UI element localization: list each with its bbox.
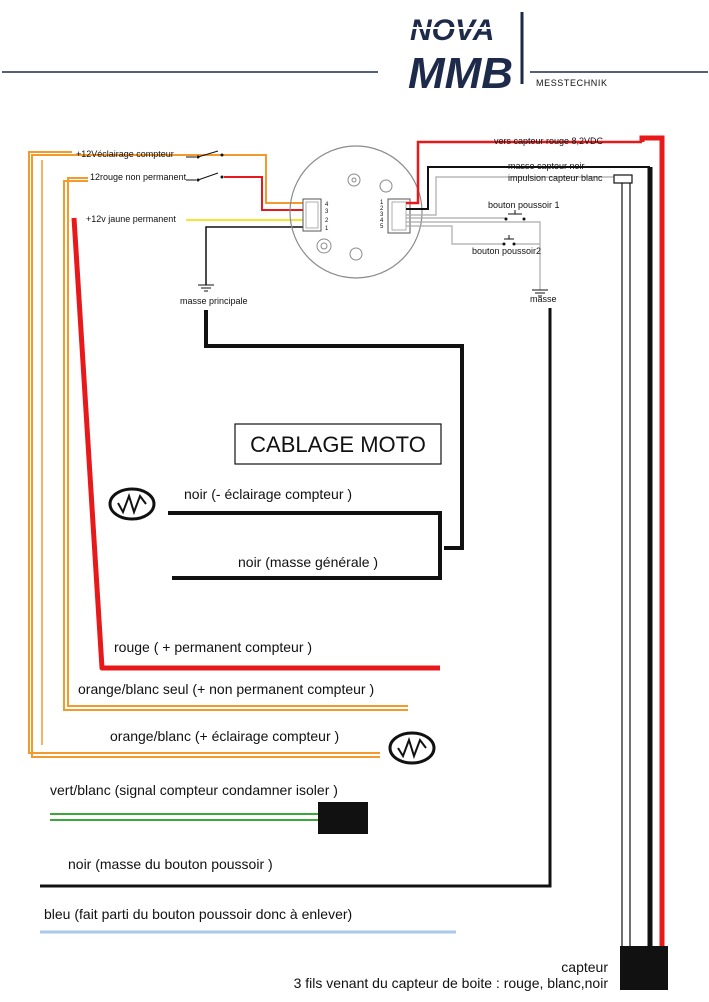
wire-masse-principale — [204, 310, 464, 550]
capteur-terminal-blanc — [613, 174, 633, 184]
capteur-block — [620, 946, 668, 990]
label-bouton1: bouton poussoir 1 — [488, 200, 560, 210]
lamp-icon-top — [108, 487, 156, 521]
pin-right-2: 2 — [380, 206, 384, 212]
label-vert-blanc: vert/blanc (signal compteur condamner is… — [50, 782, 338, 798]
pushbutton-1 — [504, 210, 526, 221]
wire-noir-masse — [168, 511, 442, 580]
orange-wire-eclairage — [28, 151, 380, 758]
wire-bouton1-ground — [406, 221, 541, 290]
pin-right-1: 1 — [380, 200, 384, 206]
logo-tagline: MESSTECHNIK — [536, 78, 608, 88]
orange-wire-non-permanent — [41, 160, 408, 745]
wire-vert-blanc — [50, 802, 368, 834]
wire-bouton2 — [406, 225, 504, 245]
brand-logo: NOVA MMB MESSTECHNIK — [2, 12, 708, 98]
pin-left-2: 2 — [325, 218, 329, 224]
pin-right-5: 5 — [380, 224, 384, 230]
label-orange-eclairage: orange/blanc (+ éclairage compteur ) — [110, 728, 339, 744]
page-title: CABLAGE MOTO — [250, 432, 426, 457]
connector-left — [302, 198, 322, 232]
title-box — [234, 423, 442, 465]
wire-to-pin4 — [224, 154, 304, 204]
switch-rouge — [186, 172, 224, 182]
logo-mmb: MMB — [408, 49, 513, 98]
ground-symbol-masse — [532, 289, 548, 297]
wire-impulsion — [406, 176, 614, 216]
capteur-subtitle: 3 fils venant du capteur de boite : roug… — [294, 975, 609, 991]
pin-right-3: 3 — [380, 212, 384, 218]
ground-symbol-principale — [198, 284, 214, 292]
capteur-title: capteur — [561, 959, 608, 975]
label-impulsion-capteur: impulsion capteur blanc — [508, 173, 603, 183]
pin-right-4: 4 — [380, 218, 384, 224]
label-masse-capteur: masse capteur noir — [508, 161, 585, 171]
capteur-wire-rouge — [639, 135, 665, 948]
lamp-icon-bottom — [388, 731, 436, 765]
label-jaune-permanent: +12v jaune permanent — [86, 214, 176, 224]
wire-noir-bouton — [40, 308, 552, 888]
red-wire-permanent — [71, 217, 440, 671]
switch-eclairage — [186, 150, 224, 159]
wire-to-pin1 — [205, 226, 304, 285]
label-rouge-permanent: rouge ( + permanent compteur ) — [114, 639, 312, 655]
label-noir-eclairage: noir (- éclairage compteur ) — [184, 486, 352, 502]
label-noir-bouton: noir (masse du bouton poussoir ) — [68, 856, 273, 872]
label-bouton2: bouton poussoir2 — [472, 246, 541, 256]
pin-left-3: 3 — [325, 209, 329, 215]
wire-to-pin3 — [224, 176, 304, 211]
label-orange-seul: orange/blanc seul (+ non permanent compt… — [78, 681, 374, 697]
left-pin-numbers: 4 3 2 1 — [325, 202, 329, 232]
label-masse: masse — [530, 294, 557, 304]
label-bleu: bleu (fait parti du bouton poussoir donc… — [44, 906, 352, 922]
gauge-back — [289, 145, 423, 279]
connector-right — [387, 198, 411, 234]
isolation-block — [318, 802, 368, 834]
label-capteur-rouge: vers capteur rouge 8,2VDC — [494, 136, 604, 146]
pushbutton-2 — [502, 235, 516, 246]
label-rouge-non-permanent: 12rouge non permanent — [90, 172, 187, 182]
wire-capteur-rouge — [406, 140, 642, 205]
right-pin-numbers: 1 2 3 4 5 — [380, 200, 384, 230]
pin-left-4: 4 — [325, 202, 329, 208]
label-masse-principale: masse principale — [180, 296, 248, 306]
logo-nova: NOVA — [410, 14, 494, 47]
pin-left-1: 1 — [325, 226, 329, 232]
wire-capteur-noir — [406, 166, 650, 210]
label-noir-masse: noir (masse générale ) — [238, 554, 378, 570]
label-eclairage: +12Véclairage compteur — [76, 149, 174, 159]
